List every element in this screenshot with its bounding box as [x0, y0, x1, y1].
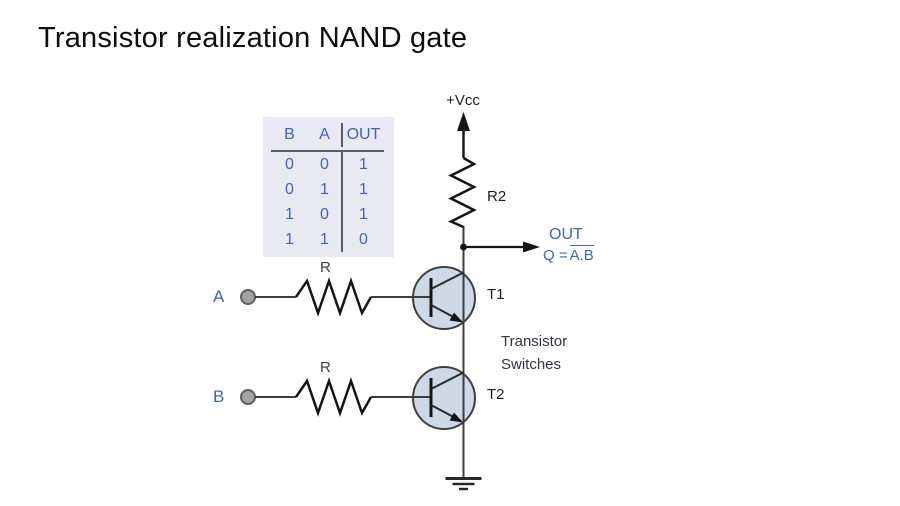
cell-a: 1 — [320, 231, 329, 248]
cell-a: 0 — [320, 206, 329, 223]
page-title: Transistor realization NAND gate — [38, 22, 468, 54]
cell-out: 1 — [341, 202, 384, 227]
out-label: OUT — [549, 226, 583, 243]
out-arrow-icon — [463, 241, 540, 253]
input-b-label: B — [213, 387, 225, 406]
truth-table: B A OUT 0 0 1 0 1 1 1 0 1 1 1 0 — [263, 117, 394, 257]
cell-b: 0 — [285, 156, 294, 173]
truth-table-row: 0 0 1 — [271, 152, 384, 177]
resistor-b-label: R — [320, 359, 331, 376]
output-equation: Q =A.B — [543, 245, 594, 264]
transistor-switches-caption: Transistor Switches — [501, 330, 567, 376]
ground-icon — [445, 477, 482, 491]
cell-a: 1 — [320, 181, 329, 198]
truth-table-header-out: OUT — [341, 123, 384, 147]
resistor-rb-symbol — [294, 377, 373, 417]
input-b-terminal — [240, 389, 256, 405]
transistor-t1-label: T1 — [487, 286, 505, 303]
input-a-terminal — [240, 289, 256, 305]
truth-table-header-a: A — [319, 126, 330, 143]
resistor-r2-label: R2 — [487, 188, 507, 205]
input-a-label: A — [213, 287, 225, 306]
truth-table-row: 0 1 1 — [271, 177, 384, 202]
vcc-label: +Vcc — [446, 92, 480, 109]
cell-out: 1 — [341, 177, 384, 202]
truth-table-header-b: B — [284, 126, 295, 143]
vcc-arrow-icon — [457, 112, 470, 158]
cell-b: 0 — [285, 181, 294, 198]
cell-out: 1 — [341, 152, 384, 177]
caption-line-2: Switches — [501, 356, 562, 373]
resistor-ra-symbol — [294, 277, 373, 317]
transistor-t1-leads — [429, 271, 464, 323]
cell-out: 0 — [341, 227, 384, 252]
equation-prefix: Q = — [543, 247, 568, 264]
equation-overline-term: A.B — [569, 245, 594, 264]
transistor-t2-leads — [429, 371, 464, 423]
truth-table-row: 1 0 1 — [271, 202, 384, 227]
resistor-r2-symbol — [448, 156, 477, 229]
truth-table-row: 1 1 0 — [271, 227, 384, 252]
caption-line-1: Transistor — [501, 333, 568, 350]
cell-b: 1 — [285, 206, 294, 223]
resistor-a-label: R — [320, 259, 331, 276]
cell-a: 0 — [320, 156, 329, 173]
truth-table-header: B A OUT — [271, 123, 384, 152]
transistor-t2-label: T2 — [487, 386, 505, 403]
cell-b: 1 — [285, 231, 294, 248]
